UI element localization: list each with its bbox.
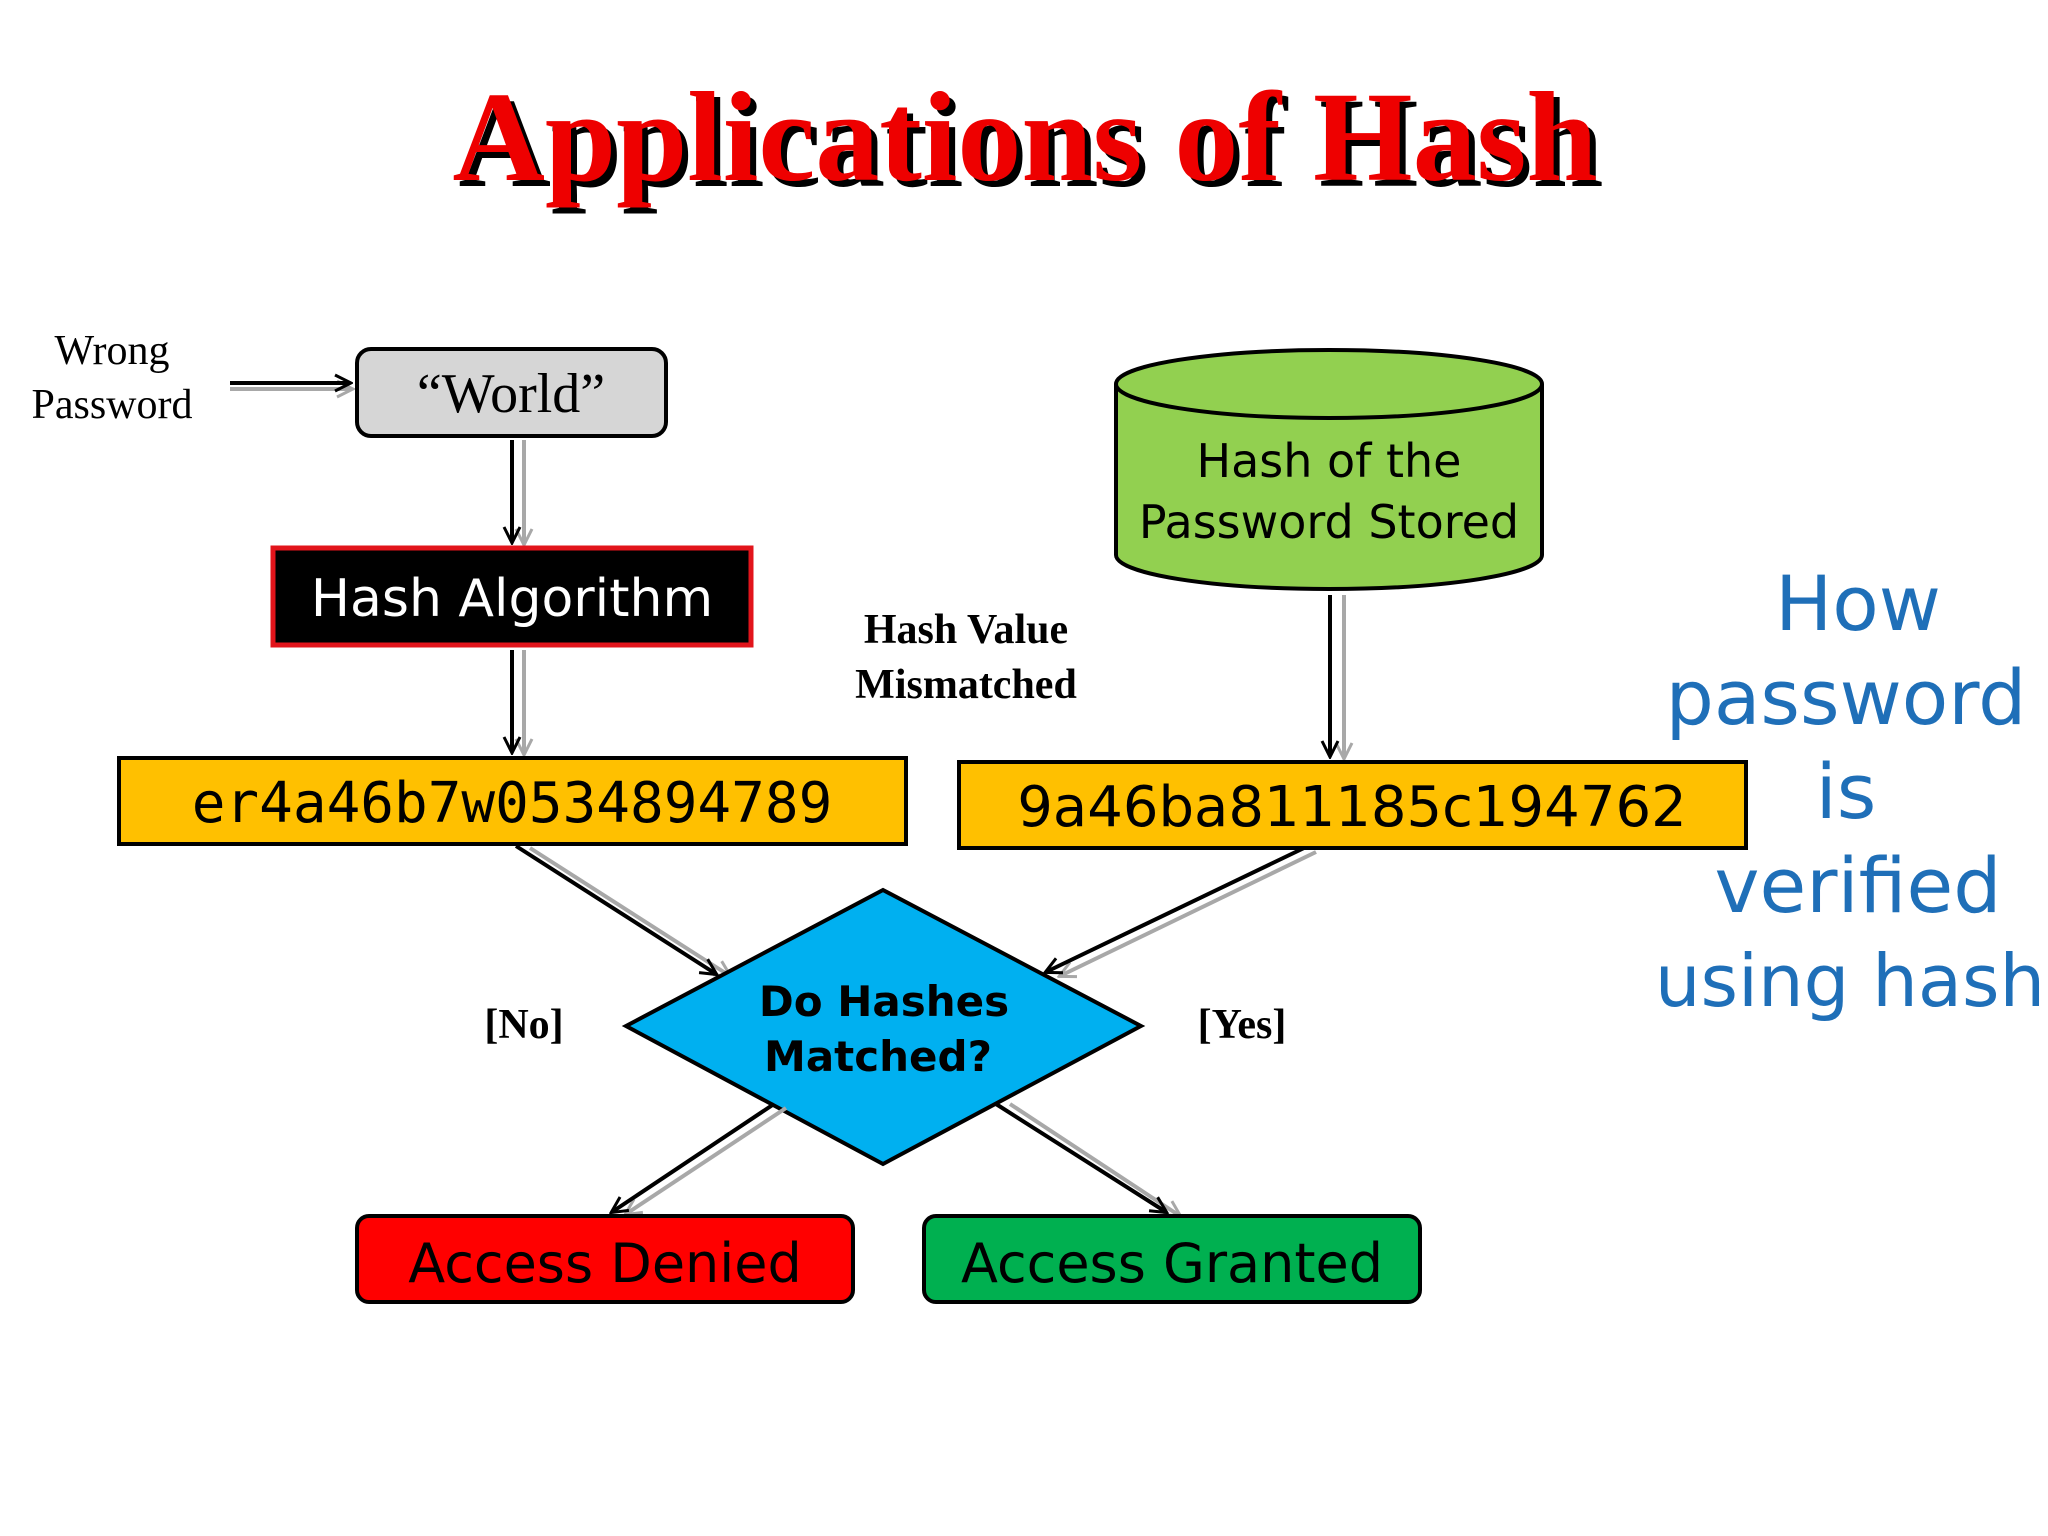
page-title: Applications of Hash (452, 66, 1597, 208)
stored-hash-label-line1: Hash of the (1197, 434, 1462, 488)
hash-algorithm-box (270, 545, 754, 648)
stored-hash-box (957, 760, 1748, 850)
stored-hash-database-icon (1114, 348, 1544, 591)
access-denied-label: Access Denied (408, 1232, 802, 1295)
input-password-value: “World” (417, 363, 605, 425)
wrong-password-label-line1: Wrong (55, 328, 170, 374)
mismatch-label-line2: Mismatched (855, 662, 1077, 708)
mismatch-label-line1: Hash Value (864, 607, 1068, 653)
input-password-box (355, 347, 668, 438)
arrow-stored-to-decision-shadow (1060, 850, 1317, 976)
decision-label-line2: Matched? (764, 1032, 992, 1081)
note-line-2: password (1666, 653, 2027, 742)
note-line-1: How (1775, 559, 1941, 648)
arrow-decision-to-granted-shadow (1008, 1102, 1180, 1216)
arrow-computed-to-decision (514, 844, 716, 974)
decision-label-line1: Do Hashes (759, 977, 1009, 1026)
access-denied-box (355, 1214, 855, 1304)
arrow-decision-to-denied-shadow (626, 1106, 788, 1214)
hash-algorithm-label: Hash Algorithm (311, 569, 713, 629)
access-granted-box (922, 1214, 1422, 1304)
no-label: [No] (484, 1002, 563, 1048)
arrow-stored-to-decision (1046, 846, 1305, 972)
wrong-password-label-line2: Password (31, 382, 192, 428)
arrow-computed-to-decision-shadow (528, 846, 730, 976)
note-line-4: verified (1715, 841, 2002, 930)
stored-hash-value: 9a46ba811185c194762 (1017, 775, 1686, 840)
note-line-3: is (1816, 747, 1877, 836)
decision-diamond (621, 887, 1146, 1167)
stored-hash-label-line2: Password Stored (1139, 495, 1519, 549)
computed-hash-box (117, 756, 908, 846)
page-title-shadow: Applications of Hash (458, 72, 1603, 214)
note-line-5: using hash (1655, 939, 2045, 1023)
arrow-decision-to-granted (994, 1102, 1166, 1212)
computed-hash-value: er4a46b7w0534894789 (192, 771, 833, 836)
yes-label: [Yes] (1198, 1002, 1287, 1048)
arrow-decision-to-denied (612, 1102, 776, 1212)
access-granted-label: Access Granted (961, 1232, 1383, 1295)
